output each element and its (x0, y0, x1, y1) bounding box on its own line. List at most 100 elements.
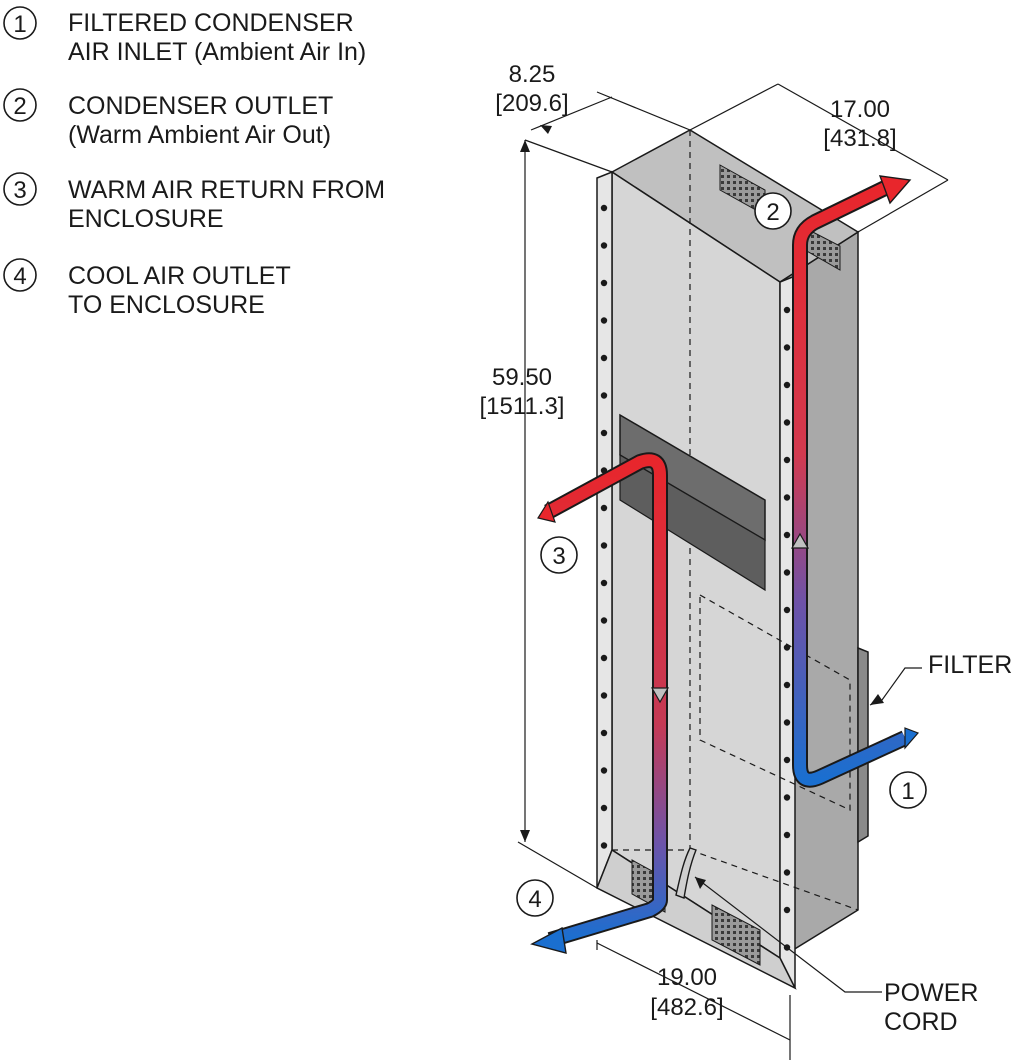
power-cord-label-line2: CORD (884, 1008, 958, 1036)
legend-number-circle (3, 258, 37, 292)
callout-number-1: 1 (901, 778, 914, 805)
power-cord-label-line1: POWER (884, 979, 978, 1007)
bolt-hole (600, 767, 608, 774)
bolt-hole (783, 719, 791, 726)
legend-text-line1: COOL AIR OUTLET (68, 262, 291, 290)
bolt-hole (600, 729, 608, 737)
legend-number-circle (3, 88, 37, 122)
legend-text-line1: CONDENSER OUTLET (68, 92, 333, 120)
bottom-vent-grille (711, 904, 761, 966)
arrowhead (520, 140, 530, 152)
callout-number-3: 3 (552, 543, 565, 570)
bolt-hole (600, 392, 608, 399)
legend: 1 FILTERED CONDENSER AIR INLET (Ambient … (3, 6, 385, 319)
legend-number: 3 (13, 177, 26, 204)
ac-unit (596, 129, 869, 990)
legend-number: 1 (13, 11, 26, 38)
bolt-hole (600, 542, 608, 549)
arrowhead (540, 125, 552, 134)
legend-item-1: 1 FILTERED CONDENSER AIR INLET (Ambient … (3, 6, 366, 66)
bolt-hole (600, 429, 608, 437)
bolt-hole (783, 644, 791, 651)
depth-mm: [209.6] (495, 90, 568, 117)
callout-circle-1 (889, 771, 927, 809)
bolt-hole (600, 242, 608, 249)
legend-item-3: 3 WARM AIR RETURN FROM ENCLOSURE (3, 172, 385, 233)
legend-item-4: 4 COOL AIR OUTLET TO ENCLOSURE (3, 258, 291, 319)
legend-text-line2: (Warm Ambient Air Out) (68, 121, 331, 149)
bolt-hole (783, 494, 791, 501)
legend-item-2: 2 CONDENSER OUTLET (Warm Ambient Air Out… (3, 88, 333, 149)
bolt-hole (783, 344, 791, 351)
extension-line (524, 139, 613, 173)
side-width-inches: 17.00 (830, 96, 890, 123)
depth-inches: 8.25 (509, 61, 556, 88)
side-width-mm: [431.8] (823, 125, 896, 152)
callout-number-4: 4 (528, 886, 541, 913)
arrowhead (520, 830, 530, 842)
arrowhead (695, 877, 706, 889)
bolt-hole (600, 579, 608, 587)
bolt-hole (600, 654, 608, 662)
bolt-hole (783, 569, 791, 576)
bolt-hole (783, 419, 791, 426)
flow-direction-chevron (790, 532, 810, 549)
diagram-callouts: 2 3 1 4 (516, 192, 927, 917)
callout-circle-3 (540, 536, 578, 574)
callout-labels: FILTER POWER CORD (884, 651, 1012, 1036)
airflow-arrows (530, 175, 920, 954)
bolt-hole (783, 381, 791, 389)
bolt-hole (783, 906, 791, 914)
bolt-hole (783, 531, 791, 539)
legend-number: 2 (13, 93, 26, 120)
height-mm: [1511.3] (480, 393, 565, 420)
bolt-hole (600, 692, 608, 699)
side-width-dimension-line (777, 83, 949, 181)
extension-line (689, 83, 779, 131)
dimension-labels: 8.25 [209.6] 17.00 [431.8] 59.50 [1511.3… (480, 61, 897, 1021)
cool-air-outlet-arrowhead (530, 926, 567, 954)
right-flange-bolts (783, 306, 791, 951)
hidden-edge-line (689, 849, 859, 911)
callout-circle-2 (754, 192, 792, 230)
bolt-hole (783, 831, 791, 839)
width-dimension-line (596, 942, 791, 1041)
power-cord (675, 847, 697, 899)
legend-text-line2: ENCLOSURE (68, 205, 224, 233)
legend-text-line1: WARM AIR RETURN FROM (68, 176, 385, 204)
condenser-outlet-arrowhead (878, 175, 912, 205)
legend-text-line1: FILTERED CONDENSER (68, 9, 354, 37)
bolt-hole (600, 617, 608, 624)
condenser-inlet-tail (904, 727, 920, 750)
filter-plate (857, 646, 869, 844)
condenser-airflow-arrow (794, 182, 908, 786)
bolt-hole (600, 204, 608, 212)
height-inches: 59.50 (492, 364, 552, 391)
dimension-lines (517, 83, 949, 1060)
bolt-hole (783, 606, 791, 614)
bolt-hole (783, 456, 791, 464)
extension-line (517, 841, 598, 889)
left-flange (596, 170, 613, 889)
depth-dimension-line (530, 96, 613, 131)
dimension-arrowheads (520, 125, 884, 889)
power-cord-leader-line (694, 876, 882, 993)
legend-text-line2: AIR INLET (Ambient Air In) (68, 38, 366, 66)
bolt-hole (600, 317, 608, 324)
bolt-hole (600, 354, 608, 362)
bolt-hole (783, 306, 791, 314)
callout-circle-4 (516, 879, 554, 917)
bolt-hole (783, 681, 791, 689)
filter-label: FILTER (928, 651, 1012, 679)
bolt-hole (600, 279, 608, 287)
return-air-tail (537, 500, 556, 523)
bolt-hole (783, 869, 791, 876)
callout-number-2: 2 (766, 199, 779, 226)
bolt-hole (600, 504, 608, 512)
legend-text-line2: TO ENCLOSURE (68, 291, 265, 319)
flow-direction-chevron (650, 687, 670, 704)
width-mm: [482.6] (650, 994, 723, 1021)
bolt-hole (783, 756, 791, 764)
legend-number: 4 (13, 263, 26, 290)
